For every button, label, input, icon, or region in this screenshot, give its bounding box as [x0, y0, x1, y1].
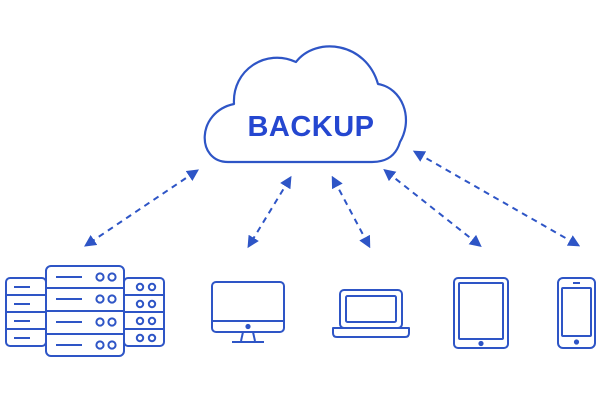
cloud-icon — [203, 45, 408, 164]
arrow-laptop — [331, 175, 371, 249]
arrow-phone — [412, 150, 581, 247]
tablet-icon — [453, 277, 509, 349]
cloud-label: BACKUP — [247, 111, 374, 143]
monitor-icon — [211, 281, 285, 343]
smartphone-icon — [557, 277, 596, 349]
arrow-monitor — [247, 175, 292, 249]
arrow-server — [84, 169, 199, 247]
server-rack-icon — [5, 265, 165, 357]
arrow-tablet — [383, 169, 482, 247]
connection-arrows — [84, 150, 581, 249]
laptop-icon — [332, 289, 410, 338]
